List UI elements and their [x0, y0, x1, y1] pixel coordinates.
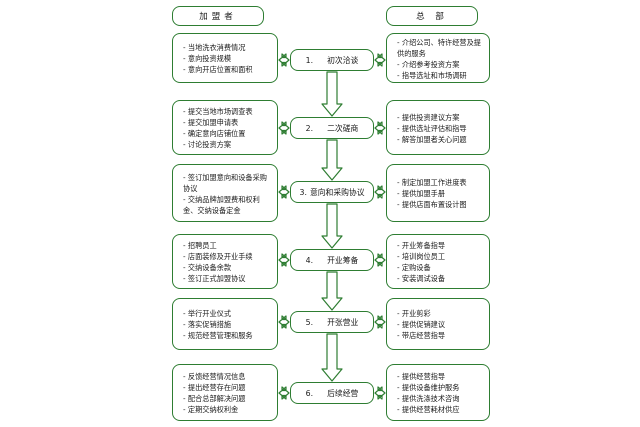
franchisee-box-2: - 提交当地市场调查表 - 提交加盟申请表 - 确定意向店铺位置 - 讨论投资方…: [172, 100, 278, 155]
down-arrow: [321, 271, 343, 311]
down-arrow: [321, 139, 343, 181]
list-item: - 提供投资建议方案: [397, 112, 460, 122]
hq-box-5: - 开业剪彩 - 提供促销建议 - 带店经营指导: [386, 298, 490, 350]
list-item: - 解答加盟者关心问题: [397, 134, 467, 144]
list-item: - 签订加盟意向和设备采购协议: [183, 172, 267, 193]
left-link-arrow: [278, 185, 290, 199]
list-item: - 提出经营存在问题: [183, 383, 246, 392]
list-item: - 店面装修及开业手续: [183, 252, 253, 261]
list-item: - 带店经营指导: [397, 331, 446, 340]
step-box-2: 2.二次磋商: [290, 117, 374, 139]
list-item: - 制定加盟工作进度表: [397, 178, 467, 187]
franchisee-box-1: - 当地洗衣消费情况 - 意向投资规模 - 意向开店位置和面积: [172, 33, 278, 83]
list-item: - 配合总部解决问题: [183, 394, 246, 403]
down-arrow: [321, 71, 343, 117]
franchisee-box-3: - 签订加盟意向和设备采购协议 - 交纳品牌加盟费和权利金、交纳设备定金: [172, 164, 278, 222]
franchisee-box-6: - 反馈经营情况信息 - 提出经营存在问题 - 配合总部解决问题 - 定期交纳权…: [172, 364, 278, 421]
list-item: - 意向投资规模: [183, 54, 232, 63]
left-link-arrow: [278, 315, 290, 329]
down-arrow: [321, 333, 343, 382]
list-item: - 介绍公司、特许经营及提供的服务: [397, 37, 481, 58]
left-link-arrow: [278, 386, 290, 400]
list-item: - 介绍参考投资方案: [397, 59, 460, 69]
list-item: - 确定意向店铺位置: [183, 129, 246, 138]
list-item: - 规范经营管理和服务: [183, 331, 253, 340]
list-item: - 培训岗位员工: [397, 252, 446, 261]
left-link-arrow: [278, 53, 290, 67]
right-link-arrow: [374, 53, 386, 67]
list-item: - 提供促销建议: [397, 320, 446, 329]
hq-box-3: - 制定加盟工作进度表 - 提供加盟手册 - 提供店面布置设计图: [386, 164, 490, 222]
hq-box-6: - 提供经营指导 - 提供设备维护服务 - 提供洗涤技术咨询 - 提供经营耗材供…: [386, 364, 490, 421]
right-link-arrow: [374, 315, 386, 329]
franchisee-box-5: - 举行开业仪式 - 落实促销措施 - 规范经营管理和服务: [172, 298, 278, 350]
list-item: - 举行开业仪式: [183, 309, 232, 318]
left-link-arrow: [278, 253, 290, 267]
list-item: - 提供经营耗材供应: [397, 405, 460, 414]
list-item: - 提交加盟申请表: [183, 118, 239, 127]
list-item: - 开业筹备指导: [397, 241, 446, 250]
right-link-arrow: [374, 185, 386, 199]
hq-box-1: - 介绍公司、特许经营及提供的服务 - 介绍参考投资方案 - 指导选址和市场调研: [386, 33, 490, 83]
list-item: - 反馈经营情况信息: [183, 372, 246, 381]
left-header: 加盟者: [172, 6, 264, 26]
left-link-arrow: [278, 121, 290, 135]
step-box-4: 4.开业筹备: [290, 249, 374, 271]
right-header: 总 部: [386, 6, 478, 26]
list-item: - 当地洗衣消费情况: [183, 43, 246, 52]
list-item: - 交纳设备余款: [183, 263, 232, 272]
list-item: - 安装调试设备: [397, 274, 446, 283]
right-link-arrow: [374, 386, 386, 400]
list-item: - 提供设备维护服务: [397, 383, 460, 392]
list-item: - 提供经营指导: [397, 372, 446, 381]
step-box-3: 3.意向和采购协议: [290, 181, 374, 203]
list-item: - 定购设备: [397, 263, 431, 272]
list-item: - 意向开店位置和面积: [183, 65, 253, 74]
right-link-arrow: [374, 253, 386, 267]
list-item: - 提供洗涤技术咨询: [397, 394, 460, 403]
hq-box-2: - 提供投资建议方案 - 提供选址评估和指导 - 解答加盟者关心问题: [386, 100, 490, 155]
list-item: - 讨论投资方案: [183, 140, 232, 149]
list-item: - 开业剪彩: [397, 309, 431, 318]
right-link-arrow: [374, 121, 386, 135]
list-item: - 提交当地市场调查表: [183, 107, 253, 116]
list-item: - 交纳品牌加盟费和权利金、交纳设备定金: [183, 194, 260, 215]
list-item: - 提供加盟手册: [397, 189, 446, 198]
step-box-5: 5.开张营业: [290, 311, 374, 333]
step-box-1: 1.初次洽谈: [290, 49, 374, 71]
step-box-6: 6.后续经营: [290, 382, 374, 404]
hq-box-4: - 开业筹备指导 - 培训岗位员工 - 定购设备 - 安装调试设备: [386, 234, 490, 289]
list-item: - 招聘员工: [183, 241, 217, 250]
list-item: - 签订正式加盟协议: [183, 274, 246, 283]
list-item: - 定期交纳权利金: [183, 405, 239, 414]
list-item: - 指导选址和市场调研: [397, 70, 467, 80]
list-item: - 提供店面布置设计图: [397, 200, 467, 209]
franchisee-box-4: - 招聘员工 - 店面装修及开业手续 - 交纳设备余款 - 签订正式加盟协议: [172, 234, 278, 289]
down-arrow: [321, 203, 343, 249]
list-item: - 落实促销措施: [183, 320, 232, 329]
list-item: - 提供选址评估和指导: [397, 123, 467, 133]
